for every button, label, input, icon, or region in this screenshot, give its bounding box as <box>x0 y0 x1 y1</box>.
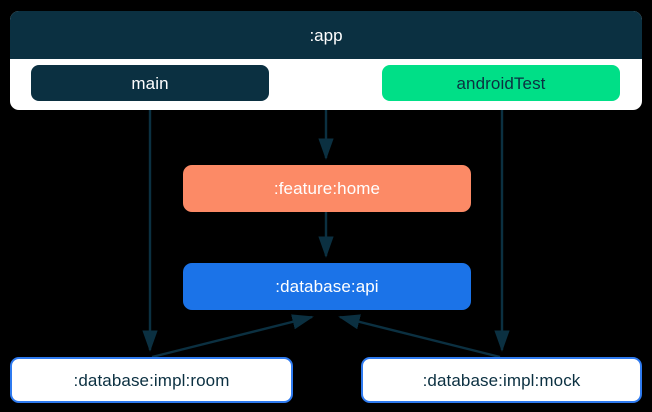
node-feature-home[interactable]: :feature:home <box>183 165 471 212</box>
node-database-impl-room-label: :database:impl:room <box>73 370 230 390</box>
node-database-impl-mock[interactable]: :database:impl:mock <box>361 357 642 403</box>
node-feature-home-label: :feature:home <box>273 179 381 198</box>
node-database-api[interactable]: :database:api <box>183 263 471 310</box>
source-set-main[interactable]: main <box>31 65 269 101</box>
node-database-impl-room[interactable]: :database:impl:room <box>10 357 293 403</box>
source-set-main-label: main <box>131 73 169 93</box>
source-set-androidtest[interactable]: androidTest <box>382 65 620 101</box>
edge-database-impl-mock-to-database-api <box>338 314 501 359</box>
cluster-app-title: :app <box>309 25 343 45</box>
edge-database-impl-room-to-database-api <box>151 314 314 359</box>
source-set-androidtest-label: androidTest <box>456 73 546 93</box>
cluster-app-header: :app <box>10 11 642 59</box>
cluster-app[interactable]: :app main androidTest <box>10 11 642 110</box>
node-database-api-label: :database:api <box>275 277 379 296</box>
node-database-impl-mock-label: :database:impl:mock <box>422 370 581 390</box>
